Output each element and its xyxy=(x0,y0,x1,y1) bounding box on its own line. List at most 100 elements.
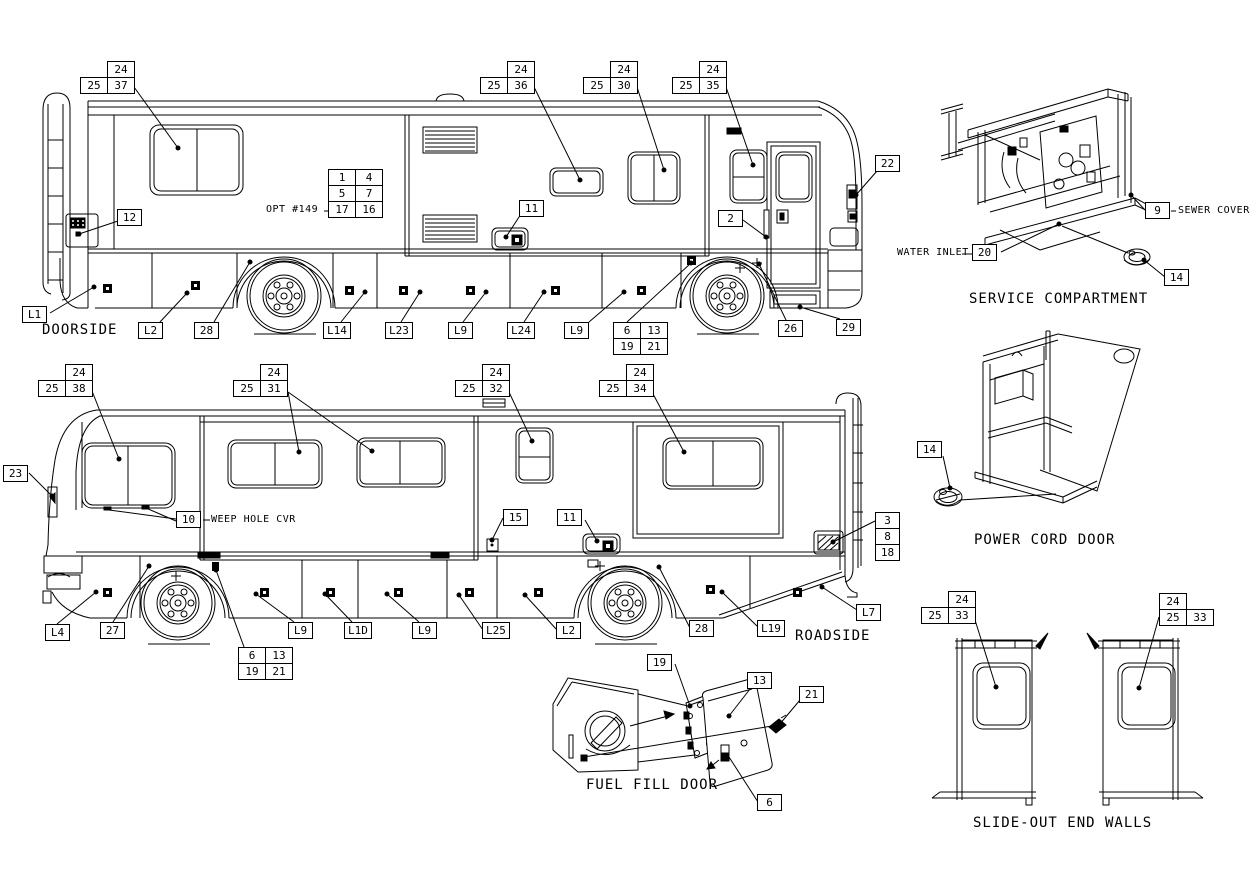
callout-33: 33 xyxy=(1186,609,1214,626)
callout-24: 24 xyxy=(260,364,288,381)
opt-149-annotation: OPT #149 xyxy=(266,204,319,215)
callout-L25: L25 xyxy=(482,622,510,639)
leader-lines xyxy=(28,86,1176,803)
service-compartment-art xyxy=(940,88,1151,266)
callout-L4: L4 xyxy=(45,624,70,641)
callout-24: 24 xyxy=(699,61,727,78)
callout-24: 24 xyxy=(948,591,976,608)
callout-L19: L19 xyxy=(757,620,785,637)
callout-L9-a: L9 xyxy=(448,322,473,339)
weep-hole-annotation: WEEP HOLE CVR xyxy=(211,514,296,525)
callout-11-doorside: 11 xyxy=(519,200,544,217)
callout-L14: L14 xyxy=(323,322,351,339)
callout-25: 25 xyxy=(480,77,508,94)
roadside-title: ROADSIDE xyxy=(795,628,871,644)
lock-cell: 21 xyxy=(265,663,293,680)
callout-25: 25 xyxy=(583,77,611,94)
opt-cell: 5 xyxy=(328,185,356,202)
callout-22: 22 xyxy=(875,155,900,172)
callout-11-roadside: 11 xyxy=(557,509,582,526)
callout-14-power: 14 xyxy=(917,441,942,458)
callout-23: 23 xyxy=(3,465,28,482)
lock-cell: 13 xyxy=(265,647,293,664)
fuel-fill-door-art xyxy=(552,677,787,788)
callout-15: 15 xyxy=(503,509,528,526)
callout-25: 25 xyxy=(921,607,949,624)
callout-L1D: L1D xyxy=(344,622,372,639)
callout-13-fuel: 13 xyxy=(747,672,772,689)
callout-35: 35 xyxy=(699,77,727,94)
callout-25: 25 xyxy=(672,77,700,94)
callout-14-service: 14 xyxy=(1164,269,1189,286)
callout-31: 31 xyxy=(260,380,288,397)
callout-32: 32 xyxy=(482,380,510,397)
callout-10: 10 xyxy=(176,511,201,528)
water-inlet-annotation: WATER INLET xyxy=(897,247,969,258)
callout-25: 25 xyxy=(80,77,108,94)
callout-38: 38 xyxy=(65,380,93,397)
callout-24: 24 xyxy=(482,364,510,381)
lock-cell: 19 xyxy=(238,663,266,680)
callout-25: 25 xyxy=(38,380,66,397)
roadside-view-art xyxy=(42,392,863,645)
opt-cell: 7 xyxy=(355,185,383,202)
lock-cell: 19 xyxy=(613,338,641,355)
callout-L2-doorside: L2 xyxy=(138,322,163,339)
callout-9: 9 xyxy=(1145,202,1170,219)
slide-out-end-walls-title: SLIDE-OUT END WALLS xyxy=(973,815,1153,831)
service-compartment-title: SERVICE COMPARTMENT xyxy=(969,291,1149,307)
power-cord-door-art xyxy=(933,330,1141,507)
callout-3: 3 xyxy=(875,512,900,529)
lock-cell: 6 xyxy=(238,647,266,664)
lock-cell: 6 xyxy=(613,322,641,339)
callout-33: 33 xyxy=(948,607,976,624)
callout-25: 25 xyxy=(599,380,627,397)
callout-24: 24 xyxy=(507,61,535,78)
callout-28-roadside: 28 xyxy=(689,620,714,637)
callout-L7: L7 xyxy=(856,604,881,621)
callout-2: 2 xyxy=(718,210,743,227)
callout-L24: L24 xyxy=(507,322,535,339)
callout-8: 8 xyxy=(875,528,900,545)
opt-cell: 16 xyxy=(355,201,383,218)
callout-29: 29 xyxy=(836,319,861,336)
opt-cell: 17 xyxy=(328,201,356,218)
callout-20: 20 xyxy=(972,244,997,261)
opt-cell: 4 xyxy=(355,169,383,186)
slide-out-end-walls-art xyxy=(931,632,1204,806)
callout-19-fuel: 19 xyxy=(647,654,672,671)
callout-30: 30 xyxy=(610,77,638,94)
callout-L9-d: L9 xyxy=(412,622,437,639)
callout-L9-c: L9 xyxy=(288,622,313,639)
lock-cell: 21 xyxy=(640,338,668,355)
callout-25: 25 xyxy=(233,380,261,397)
callout-24: 24 xyxy=(610,61,638,78)
callout-26: 26 xyxy=(778,320,803,337)
callout-24: 24 xyxy=(626,364,654,381)
callout-18: 18 xyxy=(875,544,900,561)
callout-25: 25 xyxy=(455,380,483,397)
callout-L23: L23 xyxy=(385,322,413,339)
callout-24: 24 xyxy=(1159,593,1187,610)
sewer-cover-annotation: SEWER COVER xyxy=(1178,205,1250,216)
power-cord-door-title: POWER CORD DOOR xyxy=(974,532,1116,548)
callout-21-fuel: 21 xyxy=(799,686,824,703)
callout-24: 24 xyxy=(107,61,135,78)
fuel-fill-door-title: FUEL FILL DOOR xyxy=(586,777,719,793)
opt-cell: 1 xyxy=(328,169,356,186)
callout-37: 37 xyxy=(107,77,135,94)
callout-24: 24 xyxy=(65,364,93,381)
callout-L2-roadside: L2 xyxy=(556,622,581,639)
callout-L9-b: L9 xyxy=(564,322,589,339)
callout-27: 27 xyxy=(100,622,125,639)
callout-6-fuel: 6 xyxy=(757,794,782,811)
callout-L1: L1 xyxy=(22,306,47,323)
doorside-title: DOORSIDE xyxy=(42,322,118,338)
doorside-view-art xyxy=(42,92,863,335)
callout-28-doorside: 28 xyxy=(194,322,219,339)
callout-12: 12 xyxy=(117,209,142,226)
callout-36: 36 xyxy=(507,77,535,94)
callout-25: 25 xyxy=(1159,609,1187,626)
